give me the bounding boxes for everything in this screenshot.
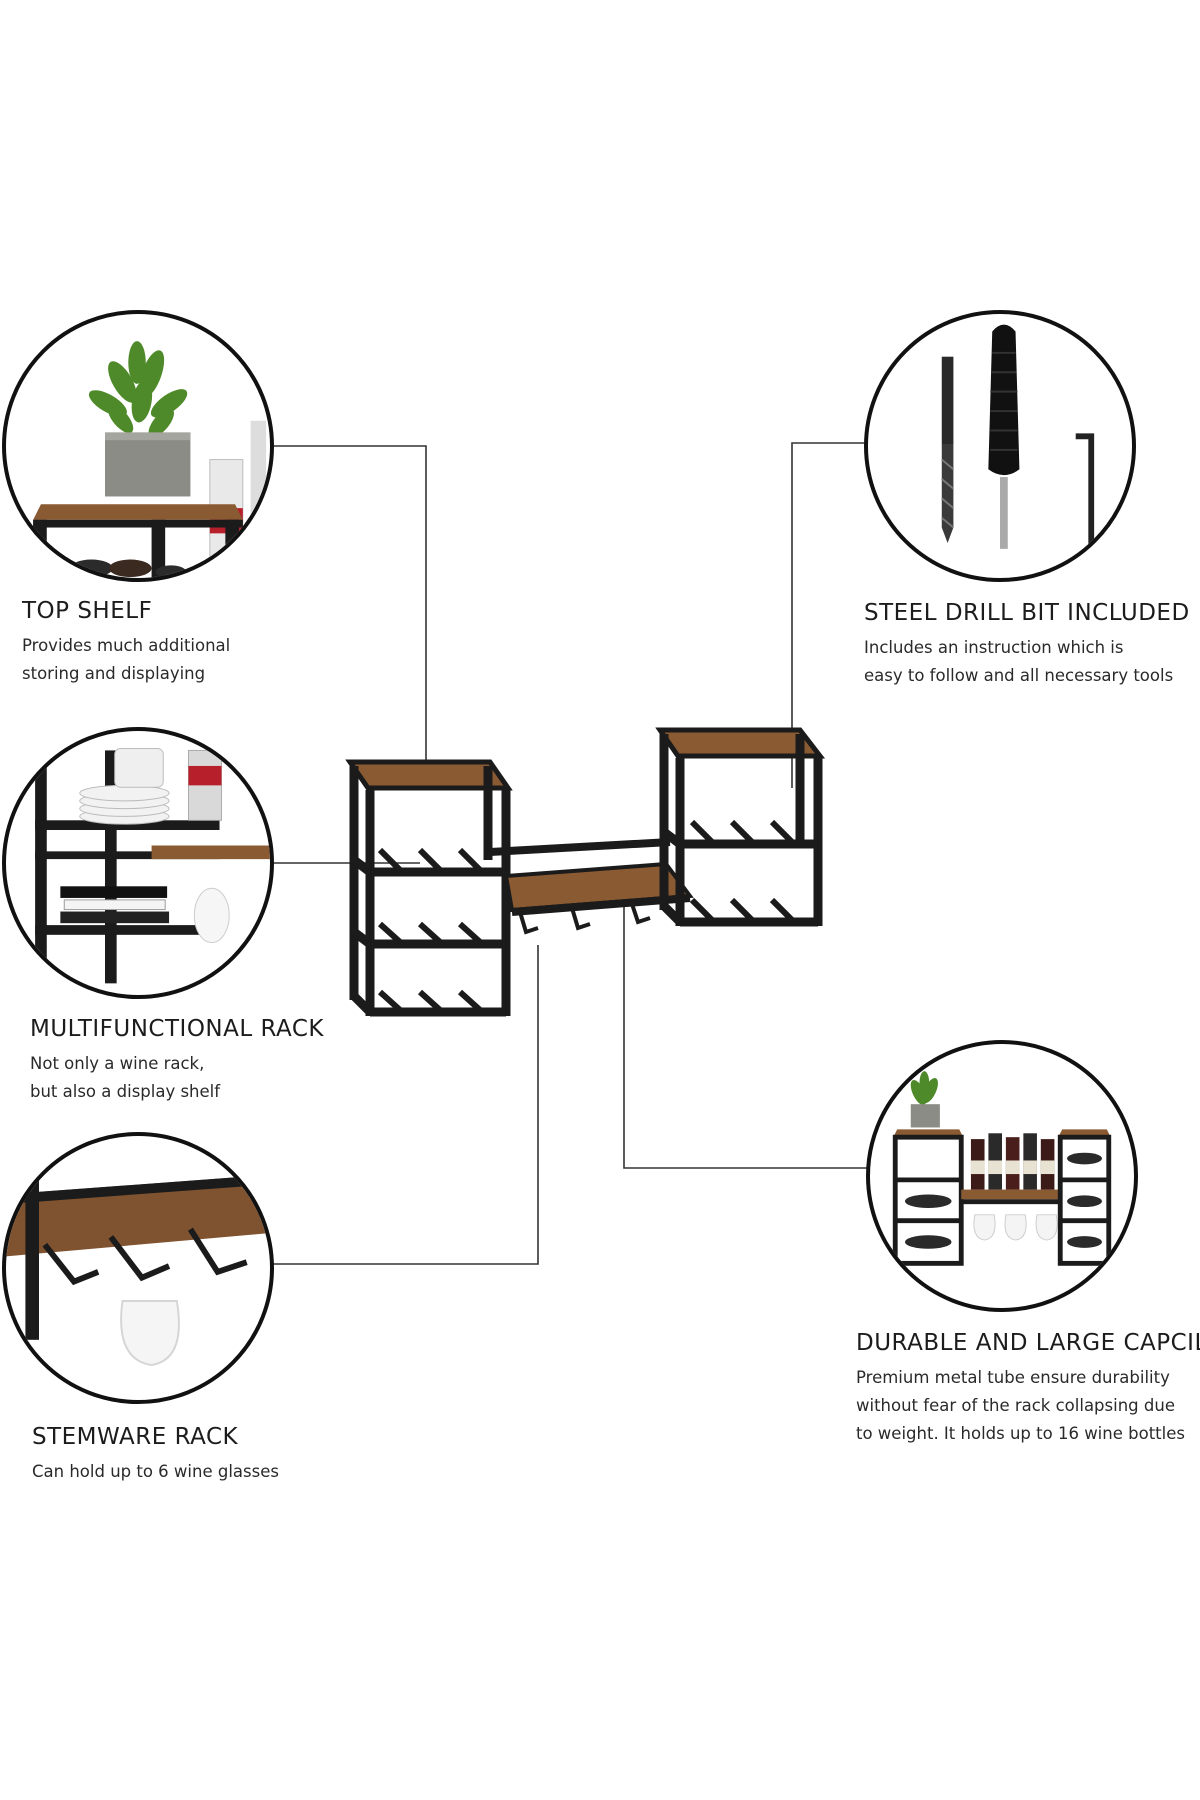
multifunctional-rack-detail-image bbox=[2, 727, 274, 999]
wine-rack-product-image bbox=[345, 727, 826, 1017]
durable-desc-line: without fear of the rack collapsing due bbox=[856, 1396, 1175, 1415]
durable-capacity-title: DURABLE AND LARGE CAPCILITY bbox=[856, 1330, 1200, 1356]
drill-desc-line: Includes an instruction which is bbox=[864, 638, 1124, 657]
drill-desc-line: easy to follow and all necessary tools bbox=[864, 666, 1174, 685]
stemware-rack-description: Can hold up to 6 wine glasses bbox=[32, 1458, 279, 1486]
full-rack-detail-image bbox=[866, 1040, 1138, 1312]
drill-tools-detail-image bbox=[864, 310, 1136, 582]
right-rack-tower bbox=[655, 727, 826, 927]
top-shelf-desc-line: storing and displaying bbox=[22, 664, 206, 683]
drill-bit-title: STEEL DRILL BIT INCLUDED bbox=[864, 600, 1190, 626]
stemware-desc-line: Can hold up to 6 wine glasses bbox=[32, 1462, 279, 1481]
stemware-rack-title: STEMWARE RACK bbox=[32, 1424, 239, 1450]
durable-desc-line: to weight. It holds up to 16 wine bottle… bbox=[856, 1424, 1185, 1443]
multifunctional-rack-title: MULTIFUNCTIONAL RACK bbox=[30, 1016, 325, 1042]
top-shelf-title: TOP SHELF bbox=[22, 598, 153, 624]
top-shelf-description: Provides much additional storing and dis… bbox=[22, 632, 230, 688]
durable-capacity-description: Premium metal tube ensure durability wit… bbox=[856, 1364, 1185, 1448]
multifunctional-rack-description: Not only a wine rack, but also a display… bbox=[30, 1050, 220, 1106]
multifunctional-desc-line: but also a display shelf bbox=[30, 1082, 221, 1101]
top-shelf-detail-image bbox=[2, 310, 274, 582]
top-shelf-desc-line: Provides much additional bbox=[22, 636, 231, 655]
multifunctional-desc-line: Not only a wine rack, bbox=[30, 1054, 205, 1073]
drill-bit-description: Includes an instruction which is easy to… bbox=[864, 634, 1173, 690]
stemware-rack-detail-image bbox=[2, 1132, 274, 1404]
left-rack-tower bbox=[345, 759, 513, 1017]
durable-desc-line: Premium metal tube ensure durability bbox=[856, 1368, 1170, 1387]
